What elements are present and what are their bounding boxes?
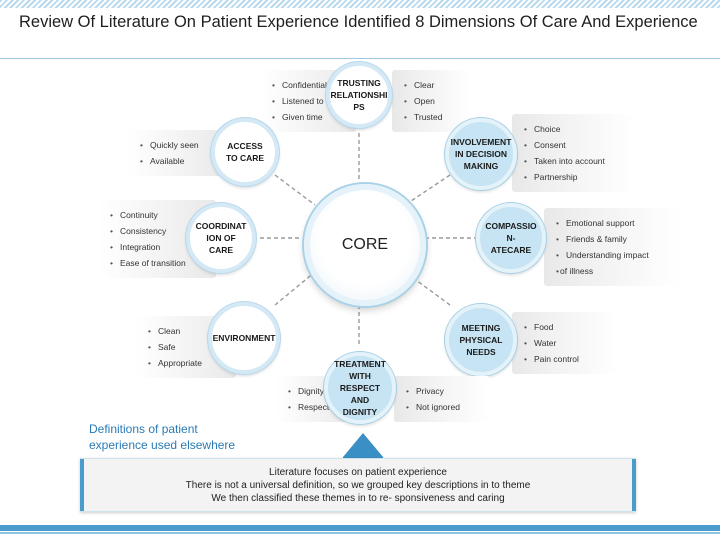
node-label: ACCESS TO CARE	[225, 141, 265, 163]
list-item: Food	[524, 319, 610, 335]
node-label: COORDINAT ION OF CARE	[195, 221, 247, 255]
node-treatment-respect-dignity: TREATMENT WITH RESPECT AND DIGNITY	[324, 352, 396, 424]
summary-edge-right	[632, 459, 636, 511]
top-stripe	[0, 0, 720, 8]
list-item: Pain control	[524, 351, 610, 367]
list-item: Water	[524, 335, 610, 351]
list-item: Continuity	[110, 207, 208, 223]
list-item: Available	[140, 153, 220, 169]
node-access-to-care: ACCESS TO CARE	[211, 118, 279, 186]
node-compassionate-care: COMPASSIO N- ATECARE	[476, 203, 546, 273]
needs-bullets: Food Water Pain control	[512, 312, 618, 374]
list-item: Consistency	[110, 223, 208, 239]
up-arrow-icon	[343, 433, 383, 457]
list-item: Integration	[110, 239, 208, 255]
list-item: Consent	[524, 137, 628, 153]
list-item: Listened to	[272, 93, 348, 109]
list-item: Confidential	[272, 77, 348, 93]
trusting-bullets-right: Clear Open Trusted	[392, 70, 472, 132]
node-label: TREATMENT WITH RESPECT AND DIGNITY	[334, 359, 386, 417]
title-divider	[0, 58, 720, 59]
connector-needs	[404, 271, 451, 306]
list-item: Choice	[524, 121, 628, 137]
summary-box: Literature focuses on patient experience…	[80, 458, 636, 512]
list-item: Partnership	[524, 169, 628, 185]
node-environment: ENVIRONMENT	[208, 302, 280, 374]
node-label: ENVIRONMENT	[212, 333, 276, 343]
list-item: Open	[404, 93, 464, 109]
list-item: Dignity	[288, 383, 344, 399]
list-item: Clean	[148, 323, 228, 339]
core-circle: CORE	[304, 184, 426, 306]
list-item: Privacy	[406, 383, 482, 399]
node-involvement-decision-making: INVOLVEMENT IN DECISION MAKING	[445, 118, 517, 190]
summary-edge-left	[80, 459, 84, 511]
compassion-bullets: Emotional support Friends & family Under…	[544, 208, 680, 286]
summary-line: Literature focuses on patient experience	[269, 466, 447, 478]
list-item: Taken into account	[524, 153, 628, 169]
node-meeting-physical-needs: MEETING PHYSICAL NEEDS	[445, 304, 517, 376]
connector-access	[274, 174, 316, 206]
definitions-label: Definitions of patient experience used e…	[89, 422, 236, 452]
node-label: COMPASSIO N- ATECARE	[485, 221, 537, 255]
bottom-stripe-thin	[0, 532, 720, 534]
list-item: Clear	[404, 77, 464, 93]
list-item: Emotional support	[556, 215, 672, 231]
summary-line: We then classified these themes in to re…	[211, 492, 505, 504]
node-label: TRUSTING RELATIONSHI PS	[330, 78, 388, 112]
bottom-stripe	[0, 525, 720, 531]
list-item: Appropriate	[148, 355, 228, 371]
respect-bullets-right: Privacy Not ignored	[394, 376, 490, 422]
list-item: Safe	[148, 339, 228, 355]
list-item: Not ignored	[406, 399, 482, 415]
connector-environment	[274, 271, 316, 306]
node-coordination-of-care: COORDINAT ION OF CARE	[186, 203, 256, 273]
involvement-bullets: Choice Consent Taken into account Partne…	[512, 114, 636, 192]
list-item: Trusted	[404, 109, 464, 125]
node-label: INVOLVEMENT IN DECISION MAKING	[450, 137, 512, 171]
list-item: Ease of transition	[110, 255, 208, 271]
list-item: Quickly seen	[140, 137, 220, 153]
list-item: Respect	[288, 399, 344, 415]
list-item: of illness	[556, 263, 672, 279]
core-label: CORE	[341, 236, 389, 253]
list-item: Friends & family	[556, 231, 672, 247]
node-trusting-relationships: TRUSTING RELATIONSHI PS	[326, 62, 392, 128]
list-item: Understanding impact	[556, 247, 672, 263]
list-item: Given time	[272, 109, 348, 125]
node-label: MEETING PHYSICAL NEEDS	[459, 323, 503, 357]
connector-involvement	[404, 174, 451, 206]
page-title: Review Of Literature On Patient Experien…	[19, 13, 698, 31]
summary-line: There is not a universal definition, so …	[185, 479, 531, 491]
